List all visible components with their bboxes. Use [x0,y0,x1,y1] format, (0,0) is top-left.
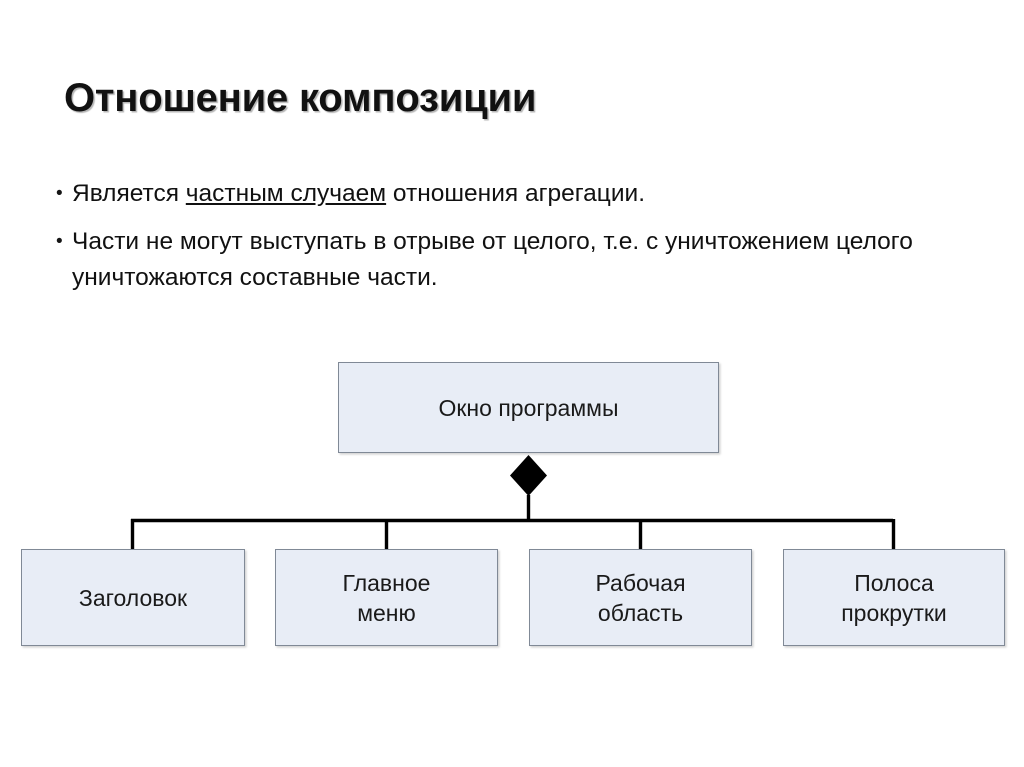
composition-diamond-icon [510,455,547,496]
diagram-node-part-1[interactable]: Заголовок [21,549,245,646]
bullet-marker-icon: • [56,183,63,204]
diagram-node-label: Полоса прокрутки [841,569,947,626]
bullet-text: Является частным случаем отношения агрег… [72,176,946,212]
page-title: Отношение композиции [64,76,537,120]
bullet-marker-icon: • [56,231,63,252]
diagram-node-label: Заголовок [78,584,188,611]
bullet-list: • Является частным случаем отношения агр… [56,176,946,308]
diagram-node-part-3[interactable]: Рабочая область [529,549,752,646]
diagram-node-label: Главное меню [342,569,431,626]
diagram-node-label: Рабочая область [595,569,686,626]
bullet-text-underlined: частным случаем [185,180,387,207]
diagram-node-part-4[interactable]: Полоса прокрутки [783,549,1005,646]
diagram-node-root[interactable]: Окно программы [338,362,719,453]
bullet-text-prefix: Является [72,180,186,207]
bullet-text-suffix: отношения агрегации. [386,180,645,207]
list-item: • Части не могут выступать в отрыве от ц… [56,224,946,296]
diagram-node-part-2[interactable]: Главное меню [275,549,498,646]
diagram-node-label: Окно программы [438,394,619,421]
list-item: • Является частным случаем отношения агр… [56,176,946,212]
bullet-text: Части не могут выступать в отрыве от цел… [72,228,913,291]
